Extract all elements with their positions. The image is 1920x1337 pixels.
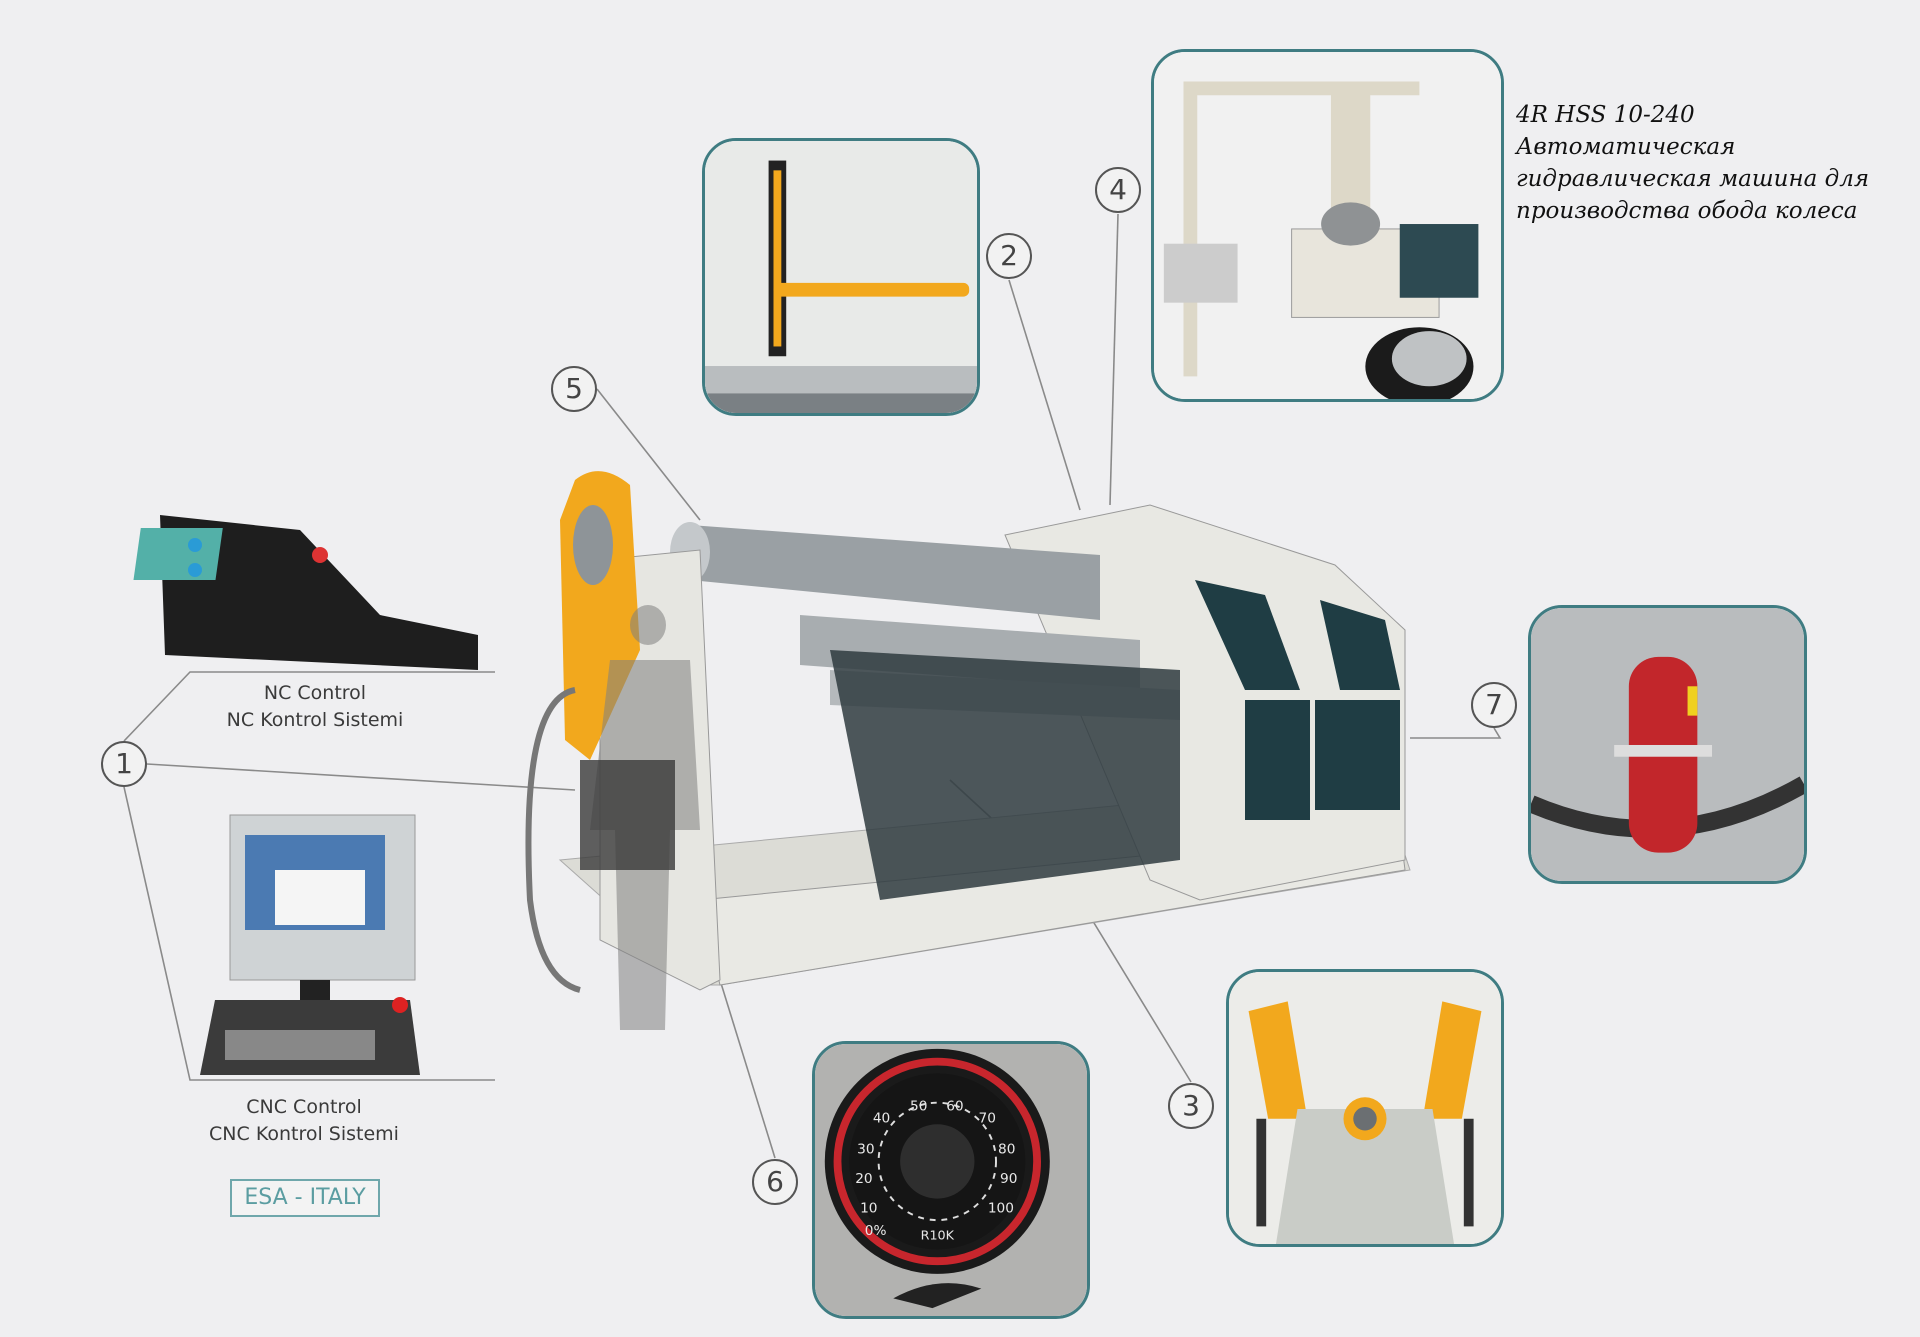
dial-scale: 0% 10 20 30 40 50 60 70 80 90 100 R10K bbox=[855, 1099, 1017, 1243]
cnc-control-label: CNC Control CNC Kontrol Sistemi bbox=[154, 1094, 454, 1148]
detail-panel-6-dial: 0% 10 20 30 40 50 60 70 80 90 100 R10K bbox=[812, 1041, 1090, 1319]
detail-panel-3-side-supports bbox=[1226, 969, 1504, 1247]
dial-tick-label: 70 bbox=[978, 1110, 995, 1126]
dial-tick-label: 50 bbox=[910, 1099, 927, 1115]
detail-panel-7-accumulator bbox=[1528, 605, 1807, 884]
callout-3: 3 bbox=[1168, 1083, 1214, 1129]
dial-tick-label: 0% bbox=[865, 1223, 887, 1239]
caption-line: гидравлическая машина для bbox=[1516, 166, 1870, 192]
nc-control-panel-image bbox=[133, 515, 478, 670]
esa-italy-badge: ESA - ITALY bbox=[230, 1179, 380, 1217]
dial-model-label: R10K bbox=[921, 1228, 955, 1243]
caption-line: производства обода колеса bbox=[1516, 198, 1858, 224]
dial-tick-label: 90 bbox=[1000, 1171, 1017, 1187]
model-caption: 4R HSS 10-240 Автоматическая гидравличес… bbox=[1516, 99, 1869, 227]
cnc-control-subtitle: CNC Kontrol Sistemi bbox=[209, 1123, 399, 1145]
cnc-control-panel-image bbox=[200, 814, 420, 1075]
leader-lines bbox=[123, 213, 1502, 1159]
caption-line: Автоматическая bbox=[1516, 134, 1736, 160]
dial-tick-label: 40 bbox=[873, 1110, 890, 1126]
nc-control-title: NC Control bbox=[263, 682, 367, 704]
callout-1: 1 bbox=[101, 741, 147, 787]
callout-2: 2 bbox=[986, 233, 1032, 279]
dial-tick-label: 10 bbox=[860, 1200, 877, 1216]
cnc-control-title: CNC Control bbox=[246, 1096, 362, 1118]
dial-tick-label: 20 bbox=[855, 1171, 872, 1187]
detail-panel-4-wheel-rim-machine bbox=[1151, 49, 1504, 402]
dial-tick-label: 60 bbox=[946, 1099, 963, 1115]
callout-4: 4 bbox=[1095, 167, 1141, 213]
callout-6: 6 bbox=[752, 1159, 798, 1205]
nc-control-label: NC Control NC Kontrol Sistemi bbox=[165, 680, 465, 734]
model-name: 4R HSS 10-240 bbox=[1516, 102, 1695, 128]
dial-tick-label: 100 bbox=[988, 1200, 1014, 1216]
nc-control-subtitle: NC Kontrol Sistemi bbox=[226, 709, 404, 731]
dial-tick-label: 30 bbox=[857, 1142, 874, 1158]
detail-panel-2-support-arm bbox=[702, 138, 980, 416]
callout-7: 7 bbox=[1471, 682, 1517, 728]
dial-tick-label: 80 bbox=[998, 1142, 1015, 1158]
callout-5: 5 bbox=[551, 366, 597, 412]
